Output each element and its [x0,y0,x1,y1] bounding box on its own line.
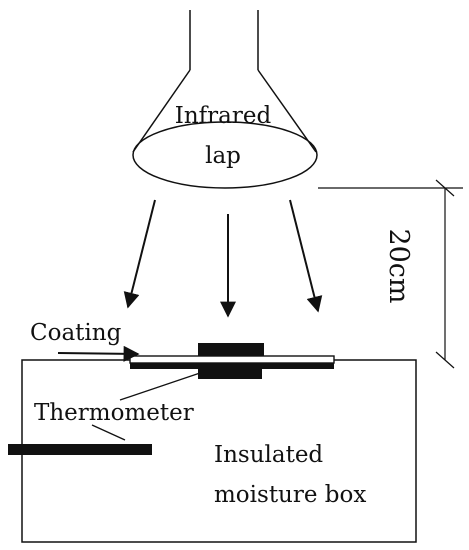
dimension-tick-top [435,179,455,197]
dimension-tick-bottom [435,351,455,369]
lamp-label-line2: lap [205,143,241,169]
lamp-shade-right [257,69,317,153]
lamp-opening [132,121,318,189]
radiation-arrows [123,199,323,318]
sample-base-plate [130,363,334,369]
thermometer-leader-upper [119,372,201,401]
sample-block-top [198,343,264,356]
coating-pointer-arrow [57,345,140,362]
thermometer-label: Thermometer [34,400,194,426]
sample-block-bottom [198,369,262,379]
thermometer-probe [8,444,152,455]
coated-sample [129,343,335,379]
coating-layer [129,355,335,364]
infrared-lamp: Infrared lap [132,10,318,189]
lamp-shade-left [132,69,191,153]
box-label-line1: Insulated [214,442,323,468]
coating-callout: Coating [30,320,140,362]
radiation-arrow-left [123,199,156,309]
radiation-arrow-right [289,199,323,313]
distance-label: 20cm [383,228,414,303]
lamp-label-line1: Infrared [175,103,272,129]
box-label-line2: moisture box [214,482,366,508]
thermometer-callout: Thermometer [34,372,201,441]
distance-dimension: 20cm [318,179,463,369]
thermometer-leader-lower [91,424,126,441]
coating-label: Coating [30,320,122,346]
